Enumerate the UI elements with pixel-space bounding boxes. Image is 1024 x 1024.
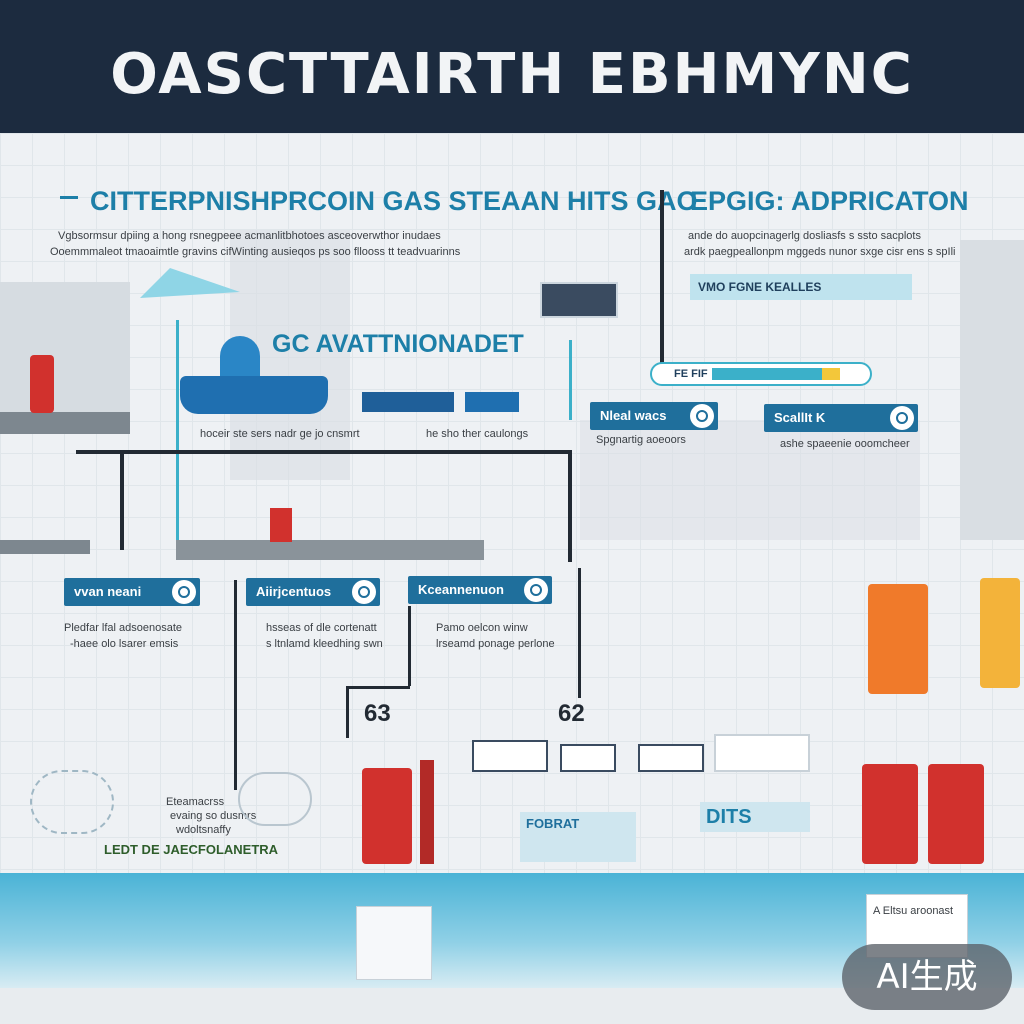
tag-row-3-line1: Pamo oelcon winw: [436, 622, 528, 634]
connector-tag-left: [234, 580, 237, 790]
monitor-b: [560, 744, 616, 772]
tag-row-2-line2: s ltnlamd kleedhing swn: [266, 638, 383, 650]
tag-mid-b-icon: [890, 406, 914, 430]
headline-top-right: EPGIG: ADPRICATON: [690, 186, 969, 216]
cluster-title: LEDT DE JAECFOLANETRA: [104, 842, 279, 857]
tag-row-2: Aiirjcentuos: [246, 578, 380, 606]
monitor-c: [638, 744, 704, 772]
cluster-caption-1: Eteamacrss: [166, 796, 225, 808]
worker-figure: [30, 355, 54, 413]
headline-mid: GC AVATTNIONADET: [272, 330, 524, 358]
body-top-left-1: Vgbsormsur dpiing a hong rsnegpeee acman…: [58, 230, 441, 242]
gas-pump-orange: [868, 584, 928, 694]
platform-center: [176, 540, 484, 560]
tag-row-3-line2: lrseamd ponage perlone: [436, 638, 555, 650]
tag-row-2-line1: hsseas of dle cortenatt: [266, 622, 377, 634]
connector-tag-right: [578, 568, 581, 698]
connector-tag-mid: [408, 606, 411, 686]
connector-blue-left: [176, 320, 179, 550]
tag-row-2-label: Aiirjcentuos: [256, 584, 332, 599]
cluster-ring-2: [238, 772, 312, 826]
gas-pump-left-hose: [420, 760, 434, 864]
panel-a-label: FOBRAT: [526, 816, 580, 831]
tag-row-1-label: vvan neani: [74, 584, 142, 599]
connector-horizontal: [76, 450, 572, 454]
tag-row-1-icon: [172, 580, 196, 604]
tag-mid-a: Nleal wacs: [590, 402, 718, 430]
panel-b: DITS: [700, 802, 810, 832]
status-pill-fill: [712, 368, 822, 380]
headline-top-left: CITTERPNISHPRCOIN GAS STEAAN HITS GAO: [90, 186, 698, 216]
tag-row-1: vvan neani: [64, 578, 200, 606]
body-top-right-1: ande do auopcinagerlg dosliasfs s ssto s…: [688, 230, 921, 242]
status-pill: FE FIF: [650, 362, 872, 386]
control-deck: [0, 412, 130, 434]
dock-unit: [356, 906, 432, 980]
tag-row-1-line2: -haee olo lsarer emsis: [70, 638, 179, 650]
connector-drop-right: [568, 450, 572, 562]
connector-tag-mid-drop: [346, 686, 349, 738]
pipe-module-a: [362, 392, 454, 412]
status-pill-marker: [822, 368, 840, 380]
ai-generated-badge: AI生成: [842, 944, 1012, 1010]
connector-drop-left: [120, 450, 124, 550]
tag-row-3-icon: [524, 578, 548, 602]
screen-thumbnail: [540, 282, 618, 318]
gas-tank: [180, 376, 328, 414]
info-bar: VMO FGNE KEALLES: [690, 274, 912, 300]
pipe-module-b: [465, 392, 519, 412]
cluster-caption-2: evaing so dusmrs: [170, 810, 257, 822]
gas-pump-left: [362, 768, 412, 864]
gas-pump-right-b: [928, 764, 984, 864]
caption-mid-right: he sho ther caulongs: [426, 428, 529, 440]
cluster-ring: [30, 770, 114, 834]
connector-tag-mid-h: [346, 686, 410, 689]
connector-blue-mid: [569, 340, 572, 420]
body-top-right-2: ardk paegpeallonpm mggeds nunor sxge cis…: [684, 246, 956, 258]
info-bar-label: VMO FGNE KEALLES: [698, 280, 822, 294]
status-pill-label: FE FIF: [674, 368, 708, 380]
header-banner: [0, 0, 1024, 133]
gauge-left-value: 63: [364, 700, 391, 727]
monitor-d: [714, 734, 810, 772]
gas-pump-yellow: [980, 578, 1020, 688]
tag-row-1-line1: Pledfar lfal adsoenosate: [64, 622, 183, 634]
tag-mid-b-label: ScallIt K: [774, 410, 826, 425]
tag-mid-a-label: Nleal wacs: [600, 408, 667, 423]
tag-row-3: Kceannenuon: [408, 576, 552, 604]
tag-mid-b: ScallIt K: [764, 404, 918, 432]
tag-mid-a-icon: [690, 404, 714, 428]
tag-row-3-label: Kceannenuon: [418, 582, 504, 597]
headline-dash: [60, 196, 78, 199]
panel-a: FOBRAT: [520, 812, 636, 862]
page-title: OASCTTAIRTH EBHMYNC: [110, 42, 914, 107]
monitor-a: [472, 740, 548, 772]
platform-left: [0, 540, 90, 554]
info-card-label: A Eltsu aroonast: [873, 905, 954, 917]
panel-b-label: DITS: [706, 806, 752, 828]
tag-mid-a-caption: Spgnartig aoeoors: [596, 434, 686, 446]
gas-pump-right-a: [862, 764, 918, 864]
connector-vertical-right: [660, 190, 664, 370]
tag-row-2-icon: [352, 580, 376, 604]
small-pump: [270, 508, 292, 542]
tank-dome: [220, 336, 260, 376]
cluster-caption-3: wdoltsnaffy: [176, 824, 231, 836]
control-building: [0, 282, 130, 432]
body-top-left-2: Ooemmmaleot tmaoaimtle gravins cifWintin…: [50, 246, 461, 258]
caption-mid-left: hoceir ste sers nadr ge jo cnsmrt: [200, 428, 360, 440]
tag-mid-b-caption: ashe spaeenie ooomcheer: [780, 438, 910, 450]
gauge-right-value: 62: [558, 700, 585, 727]
building-right: [960, 240, 1024, 540]
building-plant: [580, 420, 920, 540]
